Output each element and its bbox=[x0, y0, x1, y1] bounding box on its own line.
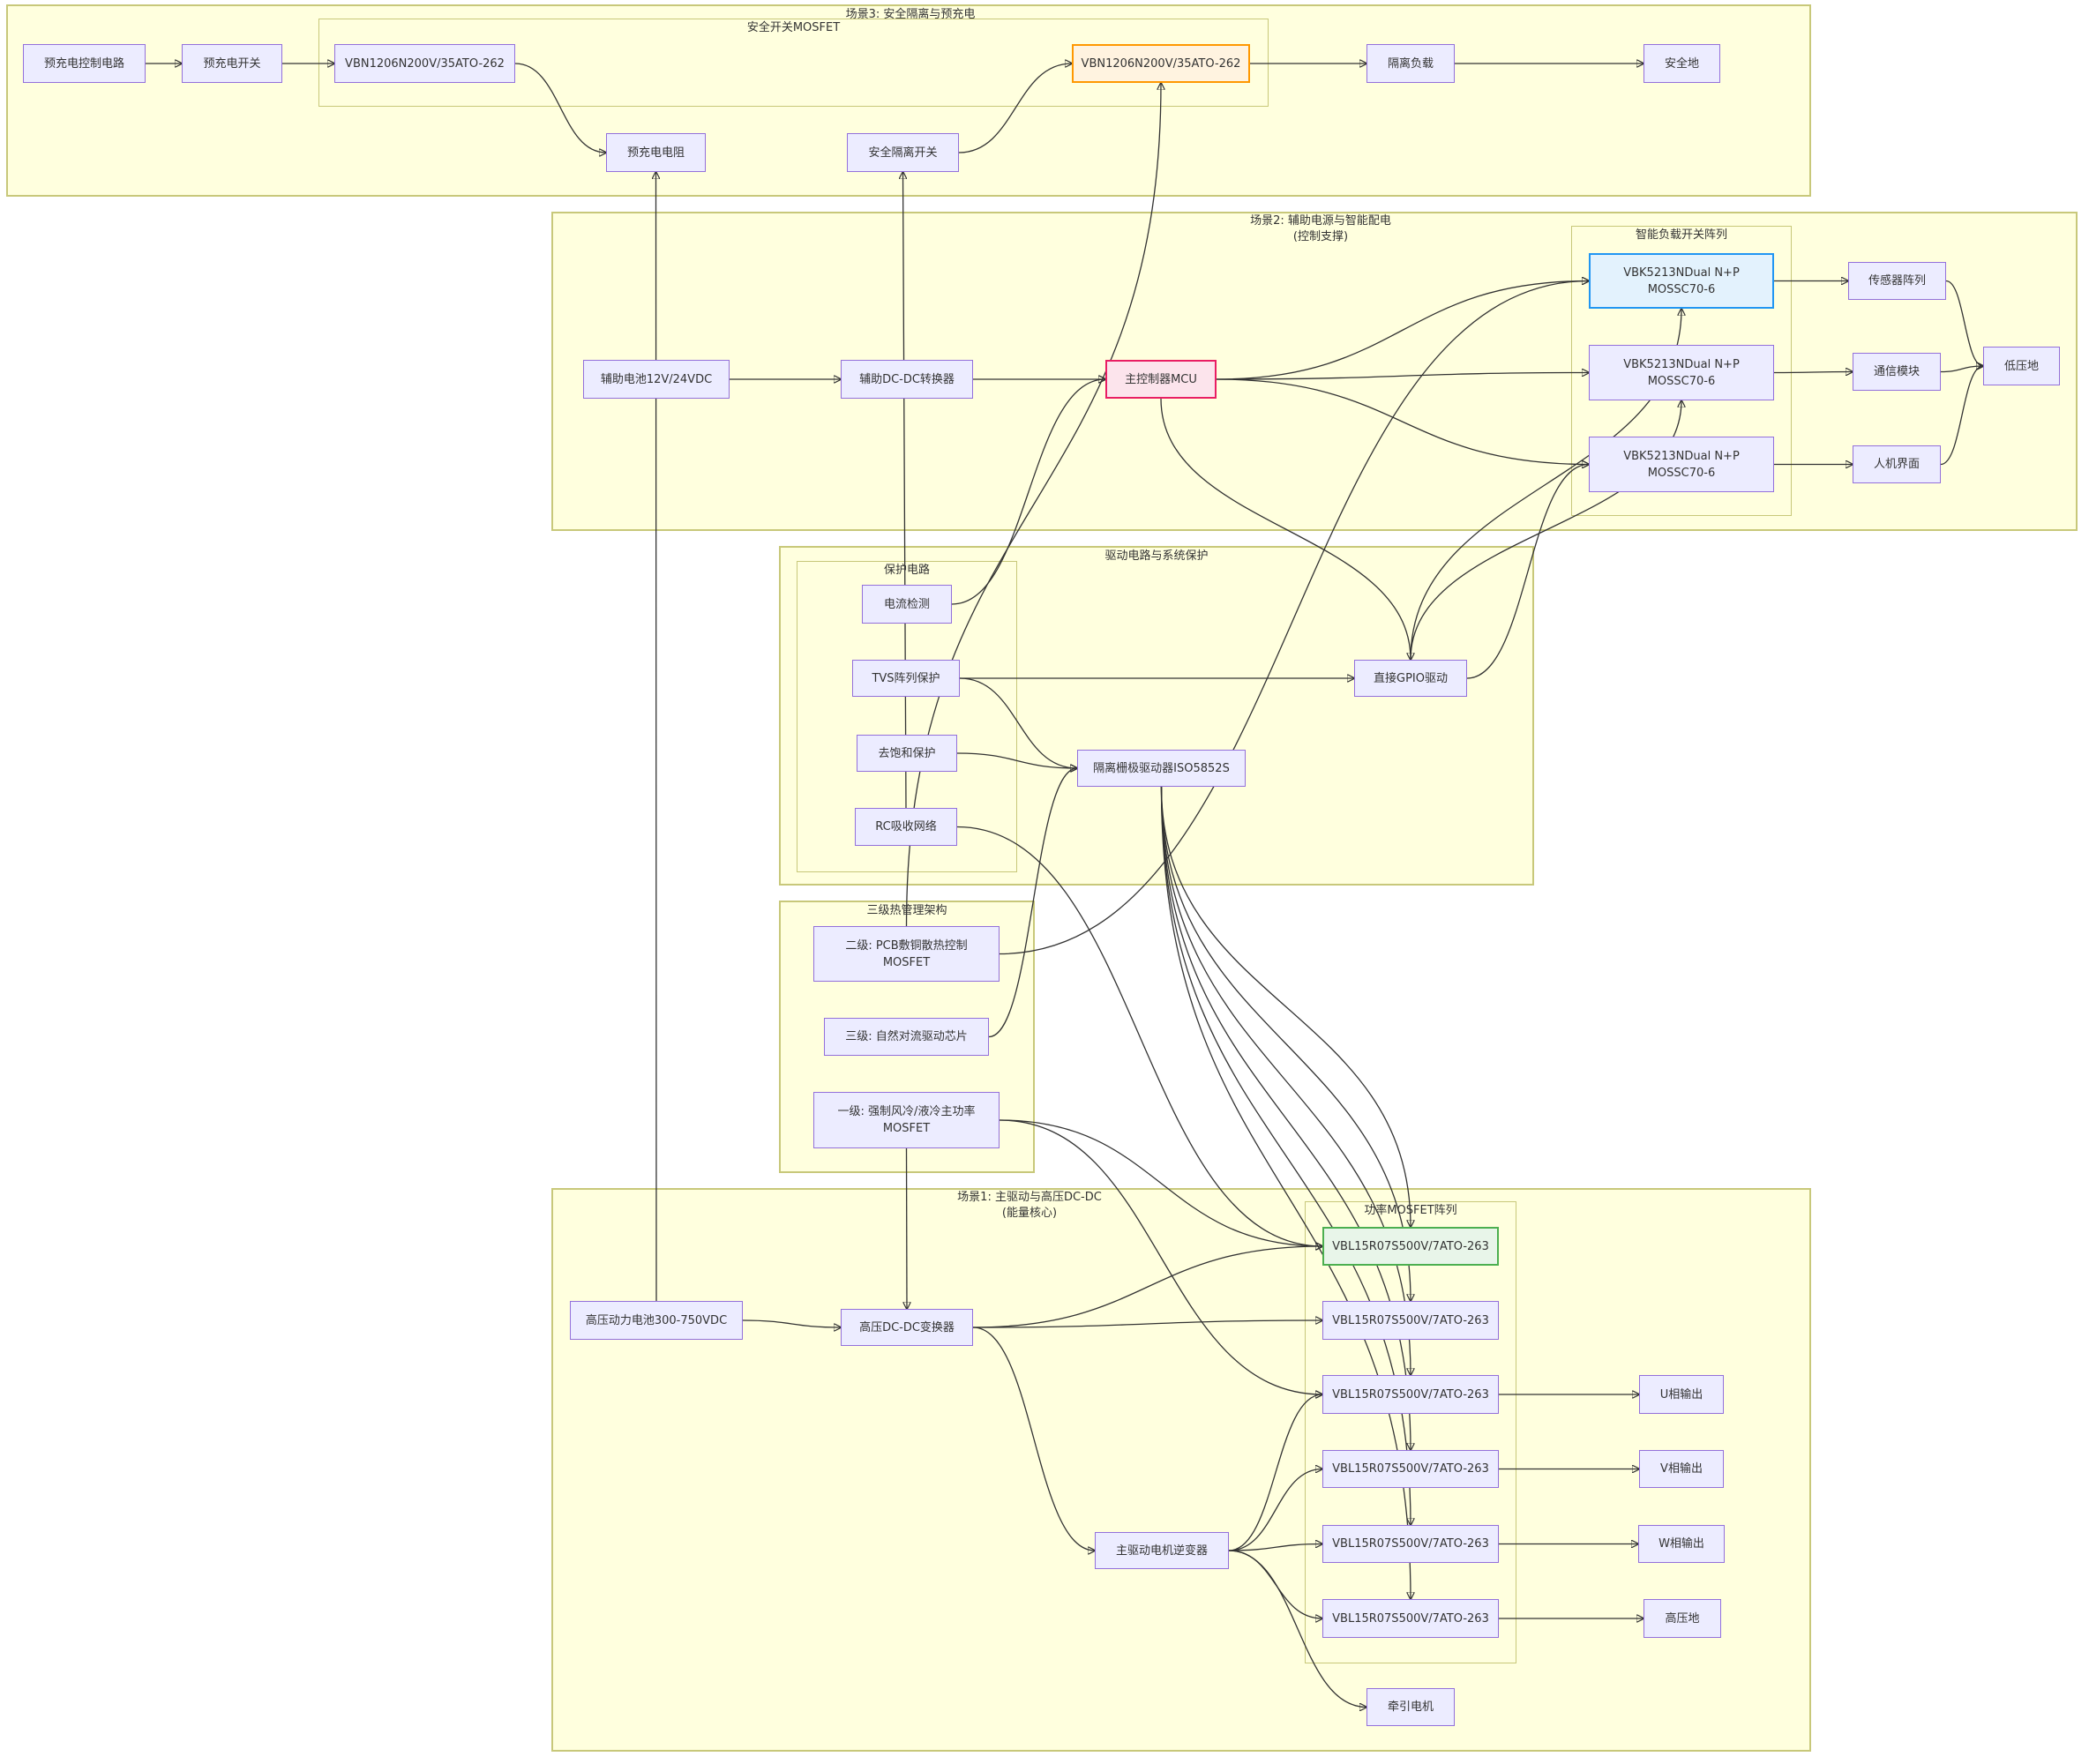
node-v-phase-output[interactable]: V相输出 bbox=[1639, 1450, 1724, 1488]
node-lv-ground[interactable]: 低压地 bbox=[1983, 347, 2060, 385]
node-aux-dcdc[interactable]: 辅助DC-DC转换器 bbox=[841, 360, 973, 399]
node-vbl-mosfet-1[interactable]: VBL15R07S500V/7ATO-263 bbox=[1322, 1227, 1499, 1266]
node-vbl-mosfet-5[interactable]: VBL15R07S500V/7ATO-263 bbox=[1322, 1525, 1499, 1563]
node-vbk-switch-1[interactable]: VBK5213NDual N+P MOSSC70-6 bbox=[1589, 253, 1774, 309]
group-title: 场景3: 安全隔离与预充电 bbox=[845, 8, 976, 21]
node-isolated-load[interactable]: 隔离负载 bbox=[1366, 44, 1455, 83]
group-title: 功率MOSFET阵列 bbox=[1364, 1204, 1457, 1217]
node-vbl-mosfet-6[interactable]: VBL15R07S500V/7ATO-263 bbox=[1322, 1599, 1499, 1638]
node-vbl-mosfet-4[interactable]: VBL15R07S500V/7ATO-263 bbox=[1322, 1450, 1499, 1488]
group-title: 场景1: 主驱动与高压DC-DC (能量核心) bbox=[957, 1191, 1102, 1220]
node-hv-dcdc[interactable]: 高压DC-DC变换器 bbox=[841, 1309, 973, 1346]
group-title: 三级热管理架构 bbox=[866, 904, 947, 917]
node-motor-inverter[interactable]: 主驱动电机逆变器 bbox=[1095, 1532, 1229, 1569]
node-precharge-control[interactable]: 预充电控制电路 bbox=[23, 44, 146, 83]
node-vbl-mosfet-3[interactable]: VBL15R07S500V/7ATO-263 bbox=[1322, 1375, 1499, 1414]
node-rc-snubber[interactable]: RC吸收网络 bbox=[855, 808, 957, 846]
node-thermal-level3[interactable]: 三级: 自然对流驱动芯片 bbox=[824, 1018, 989, 1056]
node-thermal-level1[interactable]: 一级: 强制风冷/液冷主功率 MOSFET bbox=[813, 1092, 1000, 1148]
group-power-mosfet-array: 功率MOSFET阵列 bbox=[1305, 1201, 1516, 1663]
group-title: 智能负载开关阵列 bbox=[1635, 228, 1727, 242]
group-title: 场景2: 辅助电源与智能配电 (控制支撑) bbox=[1250, 214, 1391, 243]
node-sensor-array[interactable]: 传感器阵列 bbox=[1848, 262, 1946, 300]
node-main-mcu[interactable]: 主控制器MCU bbox=[1105, 360, 1217, 399]
node-traction-motor[interactable]: 牵引电机 bbox=[1366, 1688, 1455, 1726]
node-desat-protection[interactable]: 去饱和保护 bbox=[857, 735, 957, 772]
node-safety-ground[interactable]: 安全地 bbox=[1643, 44, 1720, 83]
node-w-phase-output[interactable]: W相输出 bbox=[1638, 1525, 1725, 1563]
node-hmi[interactable]: 人机界面 bbox=[1853, 445, 1941, 483]
node-vbk-switch-3[interactable]: VBK5213NDual N+P MOSSC70-6 bbox=[1589, 437, 1774, 492]
node-vbk-switch-2[interactable]: VBK5213NDual N+P MOSSC70-6 bbox=[1589, 345, 1774, 400]
node-u-phase-output[interactable]: U相输出 bbox=[1639, 1375, 1724, 1414]
group-scene2: 场景2: 辅助电源与智能配电 (控制支撑) bbox=[551, 212, 2078, 531]
node-hv-ground[interactable]: 高压地 bbox=[1643, 1599, 1721, 1638]
node-vbn-mosfet-b[interactable]: VBN1206N200V/35ATO-262 bbox=[1072, 44, 1250, 83]
node-precharge-switch[interactable]: 预充电开关 bbox=[182, 44, 282, 83]
group-title: 保护电路 bbox=[883, 564, 930, 577]
node-safety-isolation-switch[interactable]: 安全隔离开关 bbox=[847, 133, 959, 172]
node-comm-module[interactable]: 通信模块 bbox=[1853, 353, 1941, 391]
node-precharge-resistor[interactable]: 预充电电阻 bbox=[606, 133, 706, 172]
node-gpio-drive[interactable]: 直接GPIO驱动 bbox=[1354, 660, 1467, 697]
group-scene1: 场景1: 主驱动与高压DC-DC (能量核心) bbox=[551, 1188, 1811, 1752]
group-title: 安全开关MOSFET bbox=[746, 21, 841, 34]
node-hv-battery[interactable]: 高压动力电池300-750VDC bbox=[570, 1301, 743, 1340]
node-current-sense[interactable]: 电流检测 bbox=[862, 585, 952, 624]
node-tvs-protection[interactable]: TVS阵列保护 bbox=[852, 660, 960, 697]
node-gate-driver[interactable]: 隔离栅极驱动器ISO5852S bbox=[1077, 750, 1246, 787]
node-thermal-level2[interactable]: 二级: PCB敷铜散热控制 MOSFET bbox=[813, 926, 1000, 982]
node-vbl-mosfet-2[interactable]: VBL15R07S500V/7ATO-263 bbox=[1322, 1301, 1499, 1340]
node-vbn-mosfet-a[interactable]: VBN1206N200V/35ATO-262 bbox=[334, 44, 515, 83]
node-aux-battery[interactable]: 辅助电池12V/24VDC bbox=[583, 360, 730, 399]
